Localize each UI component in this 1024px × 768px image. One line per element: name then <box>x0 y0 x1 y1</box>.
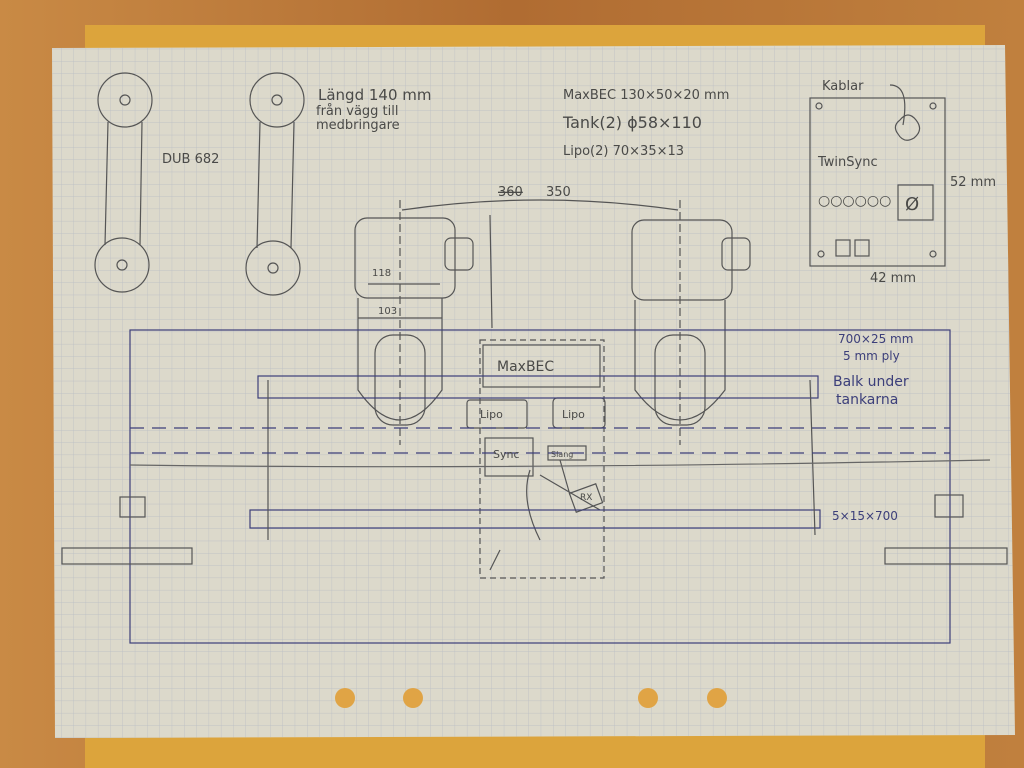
twinsync-title: TwinSync <box>817 155 878 170</box>
lipo-right-label: Lipo <box>562 408 585 421</box>
length-note-1: Längd 140 mm <box>318 86 432 104</box>
ply-thickness: 5 mm ply <box>843 349 900 363</box>
twinsync-leds: ○○○○○○ <box>818 193 891 209</box>
servo-arm-left <box>94 72 153 293</box>
rail-dims: 5×15×700 <box>832 509 898 523</box>
lipo-left-label: Lipo <box>480 408 503 421</box>
paper-sheet <box>52 45 1015 738</box>
sync-label: Sync <box>493 448 520 461</box>
cables-label: Kablar <box>822 79 864 94</box>
twinsync-width: 42 mm <box>870 271 916 286</box>
spec-lipo: Lipo(2) 70×35×13 <box>563 144 684 159</box>
twinsync-box <box>809 97 946 267</box>
rx-label: RX <box>580 493 592 503</box>
cable-arrow <box>889 84 906 126</box>
beam-note-2: tankarna <box>836 392 898 408</box>
plywood-base <box>61 329 1008 644</box>
tank-left <box>354 200 474 445</box>
rx-box <box>568 483 604 513</box>
maxbec-box <box>482 344 601 388</box>
spacing-old: 360 <box>498 185 523 200</box>
beam-note-1: Balk under <box>833 374 909 390</box>
punch-holes <box>335 688 727 708</box>
slang-label: Slang <box>551 450 573 459</box>
maxbec-label: MaxBEC <box>497 359 554 375</box>
dim-118: 118 <box>372 268 391 279</box>
servo-arm-right <box>245 72 305 296</box>
length-note-2: från vägg till <box>316 104 399 119</box>
spacing-new: 350 <box>546 185 571 200</box>
tank-right <box>631 200 751 445</box>
sync-box <box>484 437 534 477</box>
twinsync-height: 52 mm <box>950 175 996 190</box>
twinsync-switch: Ø <box>905 194 919 215</box>
length-note-3: medbringare <box>316 118 400 133</box>
spec-tank: Tank(2) ϕ58×110 <box>562 113 702 132</box>
servo-label: DUB 682 <box>162 152 219 167</box>
ply-dims: 700×25 mm <box>838 332 913 346</box>
lipo-left-box <box>466 399 528 429</box>
dim-103: 103 <box>378 306 397 317</box>
dimension-arrow-350 <box>401 199 679 211</box>
spec-maxbec: MaxBEC 130×50×20 mm <box>563 88 729 103</box>
